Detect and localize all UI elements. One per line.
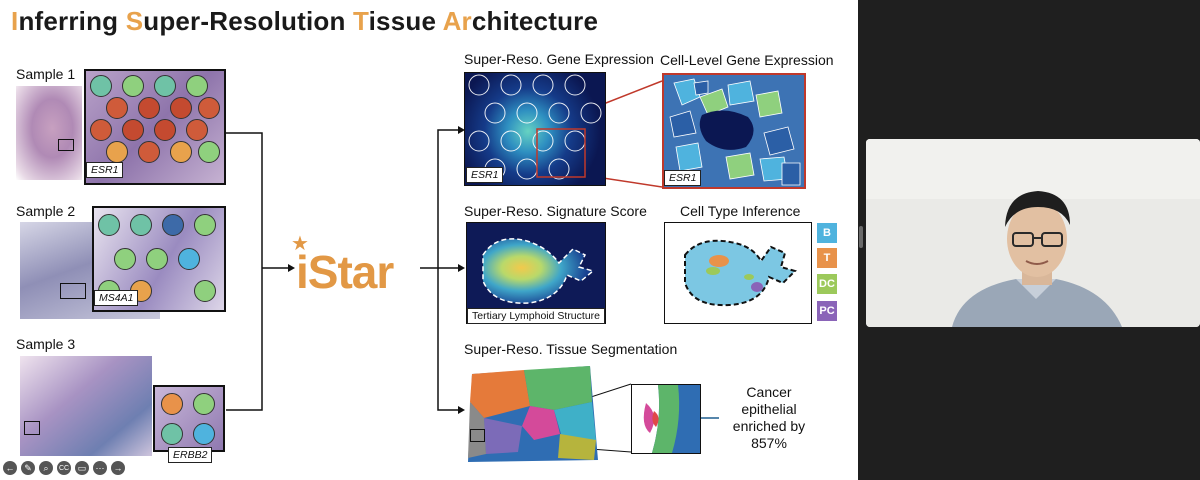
sample-1-zoom-marker [58, 139, 74, 151]
title-accent-i: I [11, 6, 19, 36]
cell-type-map [664, 222, 812, 324]
panel-resize-handle[interactable] [859, 226, 863, 248]
slides-icon[interactable]: ▭ [75, 461, 89, 475]
star-icon: ★ [291, 233, 309, 255]
presenter-webcam-feed [866, 139, 1200, 327]
title-accent-t: T [353, 6, 369, 36]
sample-3-zoom-marker [24, 421, 40, 435]
zoom-icon[interactable]: ⌕ [39, 461, 53, 475]
presentation-slide: Inferring Super-Resolution Tissue Archit… [0, 0, 858, 480]
more-icon[interactable]: ⋯ [93, 461, 107, 475]
cell-level-heading: Cell-Level Gene Expression [660, 52, 834, 68]
cell-level-tag: ESR1 [664, 170, 702, 186]
title-text-2: uper-Resolution [143, 6, 353, 36]
cell-type-heading: Cell Type Inference [680, 203, 801, 219]
title-accent-ar: Ar [442, 6, 472, 36]
pen-icon[interactable]: ✎ [21, 461, 35, 475]
legend-dc: DC [817, 274, 837, 294]
sample-3-label: Sample 3 [16, 336, 76, 352]
sample-3-tissue-image [20, 356, 152, 456]
presenter-toolbar: ← ✎ ⌕ CC ▭ ⋯ → [3, 461, 125, 475]
gene-expression-tag: ESR1 [466, 167, 504, 183]
sample-2-zoom-view [92, 206, 226, 312]
sample-2-gene-tag: MS4A1 [94, 290, 139, 306]
slide-title: Inferring Super-Resolution Tissue Archit… [11, 6, 598, 37]
sample-1-tissue-image [16, 86, 82, 180]
signature-score-tag: Tertiary Lymphoid Structure [467, 308, 605, 324]
segmentation-zoom-view [631, 384, 701, 454]
sample-1-zoom-view [84, 69, 226, 185]
signature-score-heading: Super-Reso. Signature Score [464, 203, 647, 219]
enrichment-callout: Cancer epithelial enriched by 857% [732, 384, 806, 451]
title-text-4: chitecture [471, 6, 599, 36]
segmentation-map [464, 362, 602, 466]
sample-3-zoom-view [153, 385, 225, 452]
legend-pc: PC [817, 301, 837, 321]
sample-1-label: Sample 1 [16, 66, 76, 82]
cell-level-map [662, 73, 806, 189]
istar-logo: iStar [296, 246, 394, 298]
gene-expression-heading: Super-Reso. Gene Expression [464, 51, 654, 67]
legend-t: T [817, 248, 837, 268]
segmentation-heading: Super-Reso. Tissue Segmentation [464, 341, 678, 357]
title-text-3: issue [368, 6, 443, 36]
forward-icon[interactable]: → [111, 461, 125, 475]
back-icon[interactable]: ← [3, 461, 17, 475]
sample-2-zoom-marker [60, 283, 86, 299]
legend-b: B [817, 223, 837, 243]
title-text-1: nferring [18, 6, 126, 36]
sample-2-label: Sample 2 [16, 203, 76, 219]
segmentation-zoom-marker [470, 429, 485, 442]
title-accent-s: S [125, 6, 144, 36]
sample-3-gene-tag: ERBB2 [168, 447, 213, 463]
captions-icon[interactable]: CC [57, 461, 71, 475]
sample-1-gene-tag: ESR1 [86, 162, 124, 178]
signature-score-map [466, 222, 606, 324]
